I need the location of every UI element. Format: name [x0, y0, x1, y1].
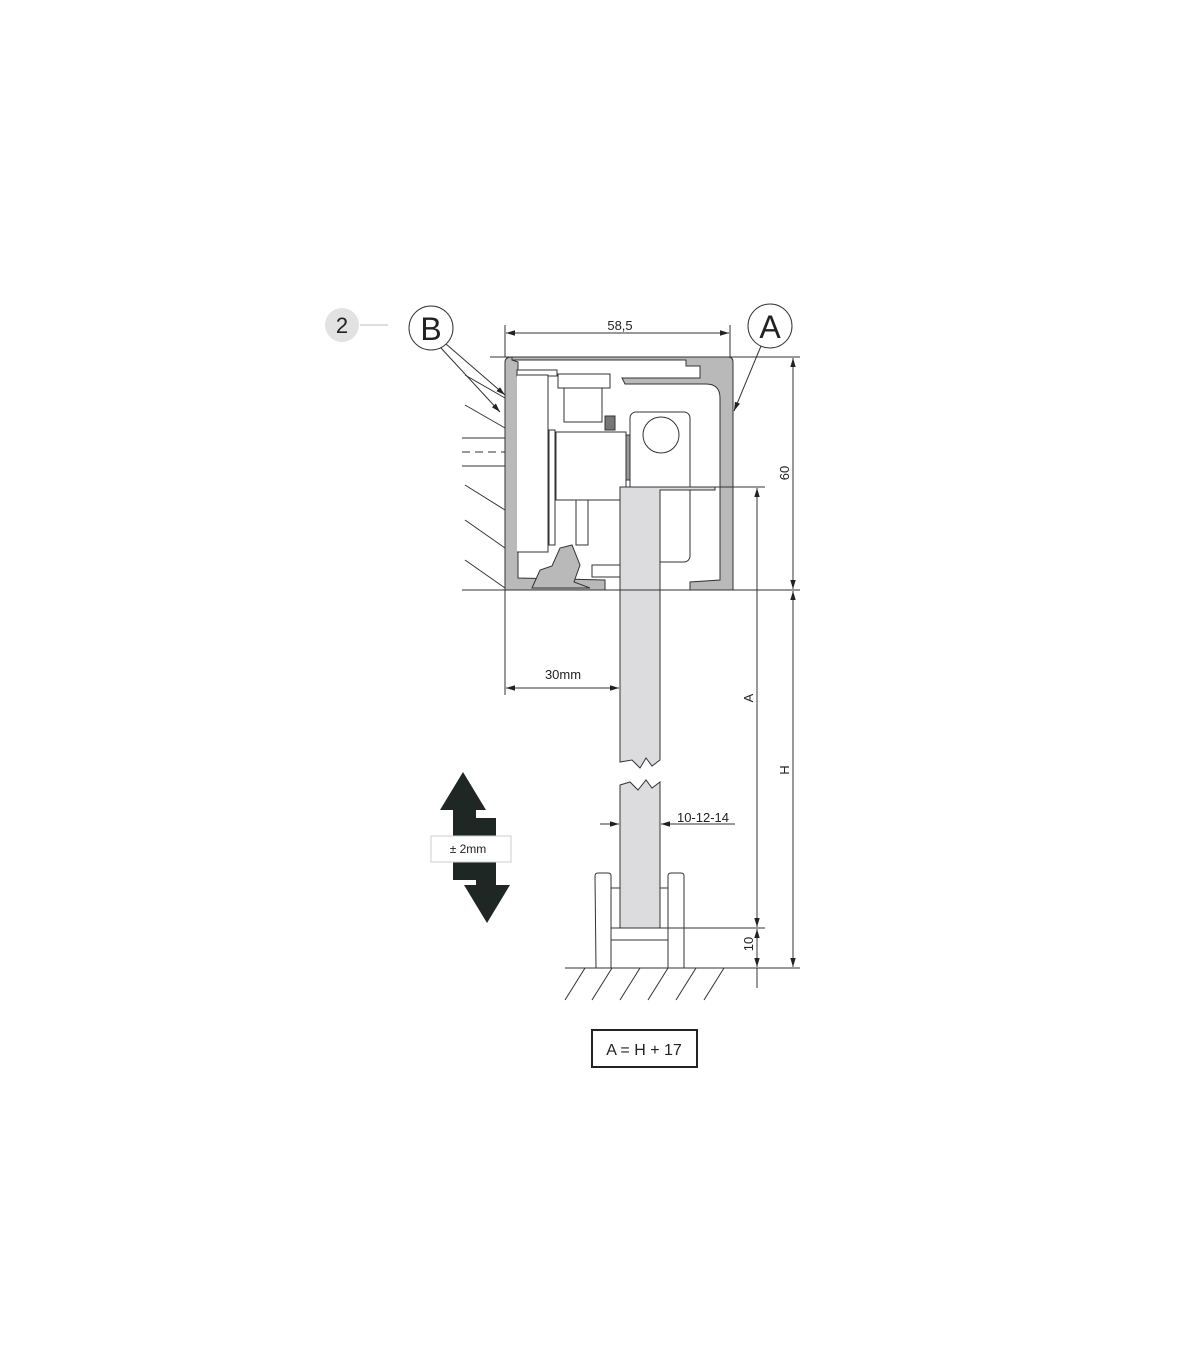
callout-b: B [408, 305, 506, 413]
floor-guide [594, 872, 685, 969]
dim-h: H [777, 765, 792, 774]
dim-floor-gap: 10 [741, 937, 756, 951]
dim-door-offset: 30mm [545, 667, 581, 682]
svg-text:B: B [420, 311, 441, 347]
callout-a: A [733, 303, 793, 412]
floor-line [564, 967, 800, 1001]
profile-channel [517, 374, 549, 553]
adjustment-label-box [430, 835, 512, 863]
figure-number: 2 [336, 313, 348, 338]
dim-glass-thickness: 10-12-14 [677, 810, 729, 825]
glass-door [619, 486, 716, 929]
svg-text:A: A [759, 309, 781, 345]
dim-a: A [741, 693, 756, 702]
adjustment-label: ± 2mm [450, 842, 487, 856]
formula-box [591, 1029, 698, 1068]
dim-profile-width: 58,5 [607, 318, 632, 333]
extension-lines [462, 325, 800, 988]
formula: A = H + 17 [606, 1042, 682, 1059]
dim-profile-height: 60 [777, 466, 792, 480]
seal-clip [531, 544, 591, 589]
figure-number-badge: 2 [325, 308, 388, 342]
dimension-lines [506, 330, 796, 967]
